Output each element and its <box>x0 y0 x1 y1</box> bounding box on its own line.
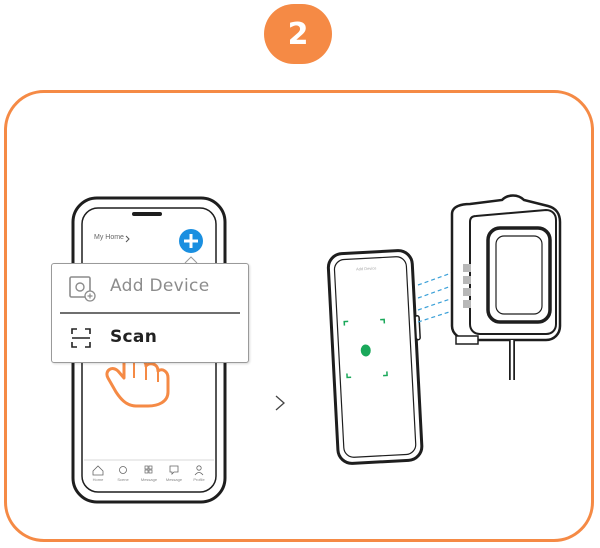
scene-icon[interactable] <box>119 466 127 474</box>
menu-item-label: Add Device <box>110 276 210 296</box>
tab-profile[interactable]: Profile <box>193 477 205 482</box>
add-menu-popup: Add Device Scan <box>51 263 249 363</box>
tab-message[interactable]: Message <box>140 477 158 482</box>
plus-circle-icon[interactable] <box>179 229 203 253</box>
menu-item-scan[interactable]: Scan <box>52 313 248 361</box>
home-title[interactable]: My Home <box>94 234 124 241</box>
chat-icon[interactable] <box>169 465 179 475</box>
scan-frame-icon <box>343 318 388 379</box>
tab-message-2[interactable]: Message <box>165 477 183 482</box>
menu-item-label: Scan <box>110 327 158 347</box>
menu-item-add-device[interactable]: Add Device <box>52 264 248 312</box>
wifi-device <box>450 194 562 380</box>
right-phone <box>326 249 424 465</box>
step-number-badge: 2 <box>264 4 332 64</box>
menu-divider <box>60 312 240 314</box>
scan-screen-title: Add Device <box>355 265 377 272</box>
tab-scene[interactable]: Scene <box>117 477 129 482</box>
profile-icon[interactable] <box>194 465 204 476</box>
qr-code-icon <box>463 264 471 308</box>
home-icon[interactable] <box>92 465 104 476</box>
scan-frame-icon <box>71 328 91 348</box>
chevron-right-icon <box>125 235 130 243</box>
add-device-icon <box>69 276 96 302</box>
grid-icon[interactable] <box>144 465 153 474</box>
phone-speaker <box>132 212 162 216</box>
instruction-panel <box>4 90 594 542</box>
scan-dot <box>360 344 371 357</box>
tab-home[interactable]: Home <box>92 477 104 482</box>
side-button <box>414 314 421 341</box>
step-number: 2 <box>287 16 309 52</box>
chevron-right-icon <box>275 395 285 411</box>
